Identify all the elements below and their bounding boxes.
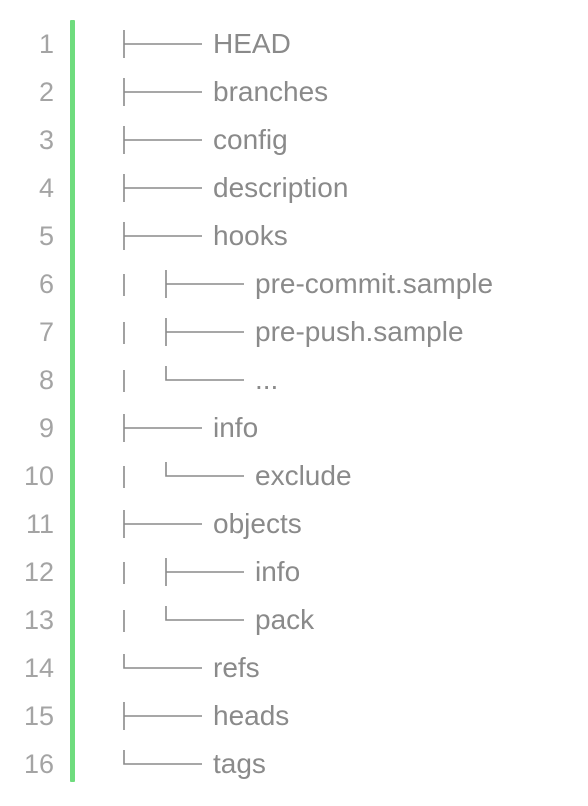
- line-number: 15: [23, 701, 54, 731]
- code-line-5[interactable]: 5 hooks: [0, 212, 588, 260]
- tree-branch-connector: [123, 174, 202, 202]
- line-number: 5: [38, 221, 54, 251]
- tree-entry-name: exclude: [255, 460, 352, 491]
- code-line-13[interactable]: 13 pack: [0, 596, 588, 644]
- tree-entry-name: objects: [213, 508, 302, 539]
- tree-branch-connector: [123, 126, 202, 154]
- line-number: 4: [38, 173, 54, 203]
- line-number: 12: [23, 557, 54, 587]
- tree-branch-connector: [123, 462, 244, 488]
- tree-branch-connector: [123, 30, 202, 58]
- code-line-3[interactable]: 3 config: [0, 116, 588, 164]
- line-number: 3: [38, 125, 54, 155]
- line-number: 13: [23, 605, 54, 635]
- code-lines: 1 HEAD 2 branches 3 config 4: [0, 20, 588, 788]
- line-number: 10: [23, 461, 54, 491]
- tree-entry-name: info: [213, 412, 259, 443]
- tree-entry-name: heads: [213, 700, 290, 731]
- line-number: 14: [23, 653, 54, 683]
- git-change-gutter-bar: [70, 20, 75, 782]
- tree-entry-name: pack: [255, 604, 315, 635]
- code-line-15[interactable]: 15 heads: [0, 692, 588, 740]
- tree-entry-name: refs: [213, 652, 260, 683]
- tree-branch-connector: [123, 318, 244, 346]
- tree-entry-name: config: [213, 124, 288, 155]
- tree-entry-name: tags: [213, 748, 266, 779]
- code-line-6[interactable]: 6 pre-commit.sample: [0, 260, 588, 308]
- tree-branch-connector: [123, 414, 202, 442]
- line-number: 6: [38, 269, 54, 299]
- code-line-1[interactable]: 1 HEAD: [0, 20, 588, 68]
- code-line-11[interactable]: 11 objects: [0, 500, 588, 548]
- line-number: 1: [38, 29, 54, 59]
- tree-entry-name: ...: [255, 364, 279, 395]
- tree-entry-name: description: [213, 172, 349, 203]
- code-line-10[interactable]: 10 exclude: [0, 452, 588, 500]
- tree-entry-name: info: [255, 556, 301, 587]
- line-number: 9: [38, 413, 54, 443]
- code-line-12[interactable]: 12 info: [0, 548, 588, 596]
- line-number: 8: [38, 365, 54, 395]
- tree-branch-connector: [123, 366, 244, 392]
- code-line-8[interactable]: 8 ...: [0, 356, 588, 404]
- tree-branch-connector: [123, 558, 244, 586]
- tree-entry-name: branches: [213, 76, 329, 107]
- tree-branch-connector: [123, 702, 202, 730]
- code-line-7[interactable]: 7 pre-push.sample: [0, 308, 588, 356]
- tree-entry-name: pre-commit.sample: [255, 268, 494, 299]
- line-number: 7: [38, 317, 54, 347]
- tree-branch-connector: [123, 270, 244, 298]
- tree-branch-connector: [123, 654, 202, 669]
- tree-branch-connector: [123, 606, 244, 632]
- code-line-2[interactable]: 2 branches: [0, 68, 588, 116]
- tree-branch-connector: [123, 750, 202, 765]
- code-line-9[interactable]: 9 info: [0, 404, 588, 452]
- code-line-16[interactable]: 16 tags: [0, 740, 588, 788]
- line-number: 11: [25, 509, 54, 539]
- tree-entry-name: pre-push.sample: [255, 316, 464, 347]
- tree-branch-connector: [123, 510, 202, 538]
- tree-branch-connector: [123, 222, 202, 250]
- line-number: 16: [23, 749, 54, 779]
- code-line-4[interactable]: 4 description: [0, 164, 588, 212]
- tree-entry-name: hooks: [213, 220, 288, 251]
- line-number: 2: [38, 77, 54, 107]
- tree-branch-connector: [123, 78, 202, 106]
- tree-entry-name: HEAD: [213, 28, 291, 59]
- code-line-14[interactable]: 14 refs: [0, 644, 588, 692]
